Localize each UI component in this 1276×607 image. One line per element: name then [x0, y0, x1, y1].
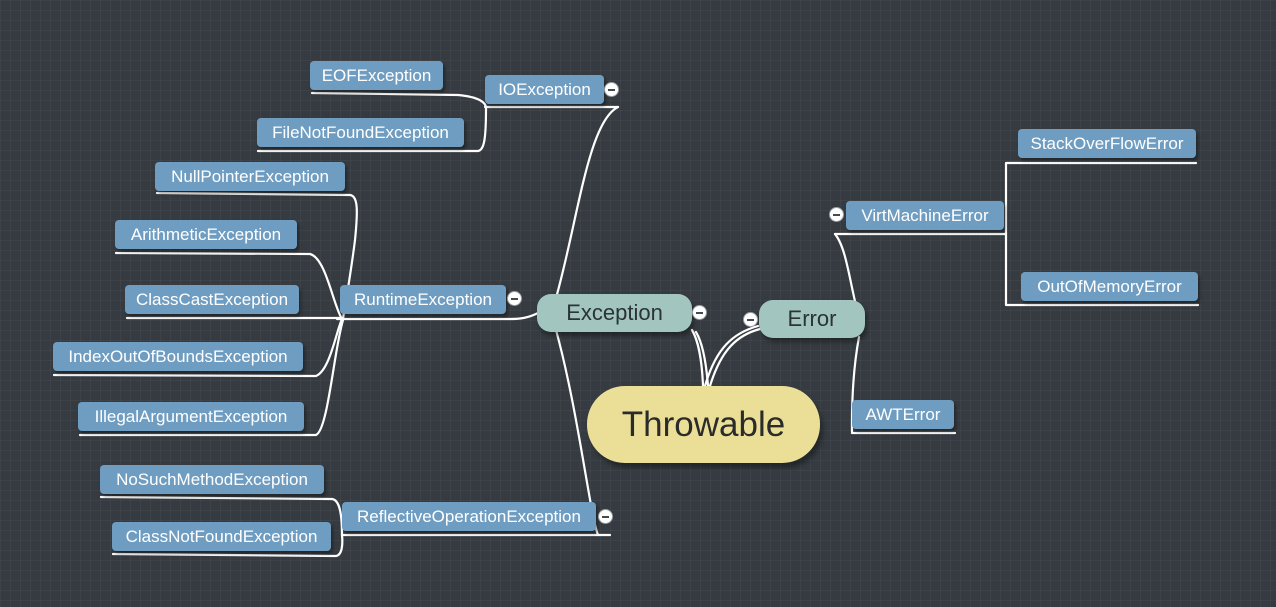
connector-exception-runtime [508, 311, 540, 321]
connector-reflective-classnotfound [111, 533, 344, 558]
connector-runtime-arithmetic [114, 251, 344, 321]
node-exception[interactable]: Exception [537, 294, 692, 332]
node-awterror[interactable]: AWTError [852, 400, 954, 429]
connector-io-eof [310, 91, 488, 110]
collapse-reflectiveoperationexception-icon[interactable] [598, 509, 613, 524]
node-ioexception[interactable]: IOException [485, 75, 604, 104]
node-eofexception[interactable]: EOFException [310, 61, 443, 90]
node-indexoutofboundsexception[interactable]: IndexOutOfBoundsException [53, 342, 303, 371]
node-reflectiveoperationexception[interactable]: ReflectiveOperationException [342, 502, 596, 531]
collapse-runtimeexception-icon[interactable] [507, 291, 522, 306]
node-stackoverflowerror[interactable]: StackOverFlowError [1018, 129, 1196, 158]
connector-error-awt [850, 335, 861, 434]
connector-throwable-error-2 [708, 327, 762, 388]
node-arithmeticexception[interactable]: ArithmeticException [115, 220, 297, 249]
connector-virtmachine-stackoverflow [1004, 161, 1198, 236]
collapse-virtmachineerror-icon[interactable] [829, 207, 844, 222]
node-virtmachineerror[interactable]: VirtMachineError [846, 201, 1004, 230]
root-node-throwable[interactable]: Throwable [587, 386, 820, 463]
node-classnotfoundexception[interactable]: ClassNotFoundException [112, 522, 331, 551]
connector-runtime-indexoutofbounds [52, 317, 344, 378]
node-filenotfoundexception[interactable]: FileNotFoundException [257, 118, 464, 147]
collapse-ioexception-icon[interactable] [604, 82, 619, 97]
node-outofmemoryerror[interactable]: OutOfMemoryError [1021, 272, 1198, 301]
connector-virtmachine-outofmemory [1004, 232, 1200, 307]
collapse-error-icon[interactable] [743, 312, 758, 327]
collapse-exception-icon[interactable] [692, 305, 707, 320]
node-error[interactable]: Error [759, 300, 865, 338]
node-nullpointerexception[interactable]: NullPointerException [155, 162, 345, 191]
connector-io-filenotfound [256, 106, 488, 153]
node-nosuchmethodexception[interactable]: NoSuchMethodException [100, 465, 324, 494]
node-runtimeexception[interactable]: RuntimeException [340, 285, 506, 314]
node-classcastexception[interactable]: ClassCastException [125, 285, 299, 314]
connector-throwable-exception [690, 328, 705, 388]
connector-throwable-error [703, 324, 760, 388]
node-illegalargumentexception[interactable]: IllegalArgumentException [78, 402, 304, 431]
connector-exception-io [554, 105, 620, 300]
connector-runtime-illegalargument [78, 318, 345, 437]
connector-reflective-nosuchmethod [99, 495, 344, 537]
